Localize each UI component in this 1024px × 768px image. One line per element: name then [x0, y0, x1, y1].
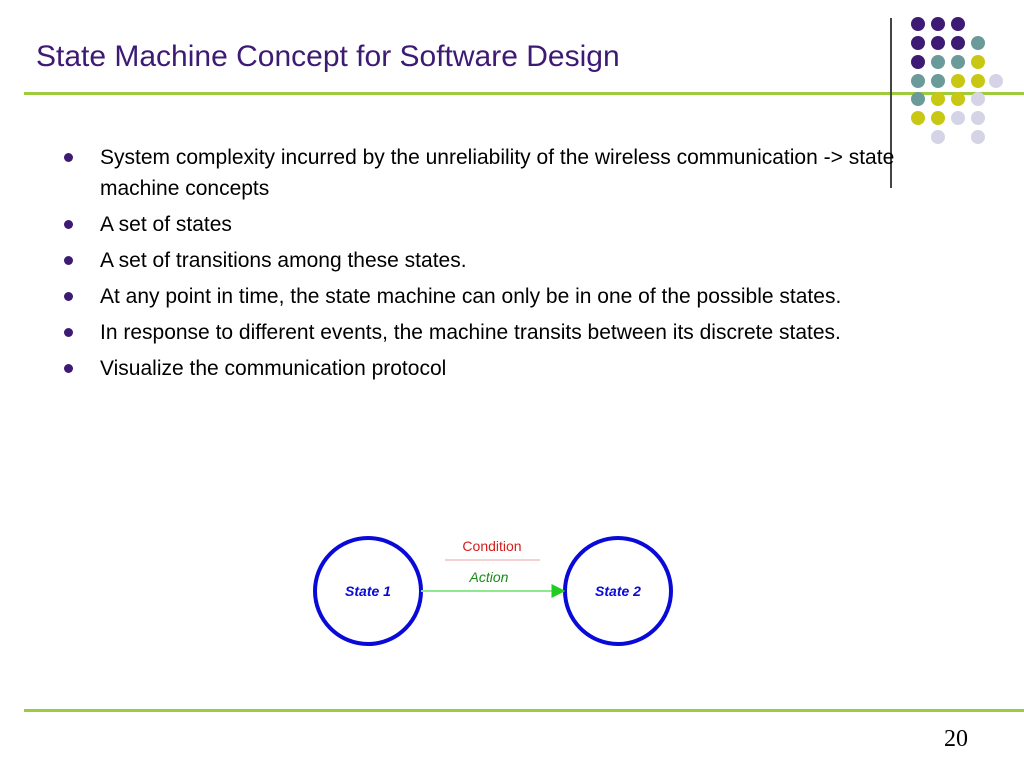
decorative-dot [971, 55, 985, 69]
bullet-text: At any point in time, the state machine … [100, 285, 842, 308]
decorative-dot [931, 74, 945, 88]
decorative-dot [931, 17, 945, 31]
bullet-item: A set of transitions among these states. [60, 245, 940, 276]
bullet-text: In response to different events, the mac… [100, 321, 841, 344]
bullet-dot-icon [64, 328, 73, 337]
title-divider [24, 92, 1024, 95]
bullet-item: Visualize the communication protocol [60, 353, 940, 384]
decorative-dot [971, 111, 985, 125]
bullet-item: At any point in time, the state machine … [60, 281, 940, 312]
decorative-dot [931, 36, 945, 50]
decorative-dot [911, 36, 925, 50]
bullet-item: A set of states [60, 209, 940, 240]
decorative-dot-grid [911, 17, 1003, 144]
decorative-dot [911, 74, 925, 88]
condition-label: Condition [462, 538, 521, 554]
decorative-dot [951, 74, 965, 88]
decorative-dot [911, 92, 925, 106]
state-machine-diagram: State 1 State 2 Condition Action [313, 536, 673, 646]
decorative-dot [911, 17, 925, 31]
decorative-dot [951, 36, 965, 50]
decorative-dot [951, 92, 965, 106]
decorative-dot [931, 92, 945, 106]
decorative-dot [911, 111, 925, 125]
decorative-dot [971, 74, 985, 88]
decorative-dot [971, 92, 985, 106]
state-2-label: State 2 [595, 583, 641, 599]
bullet-text: A set of states [100, 213, 232, 236]
bullet-text: System complexity incurred by the unreli… [100, 146, 895, 200]
decorative-dot [971, 36, 985, 50]
bullet-dot-icon [64, 153, 73, 162]
decorative-dot [931, 111, 945, 125]
footer-divider [24, 709, 1024, 712]
decorative-dot [989, 74, 1003, 88]
decorative-dot [931, 130, 945, 144]
bullet-dot-icon [64, 292, 73, 301]
decorative-dot [951, 17, 965, 31]
decorative-dot [971, 130, 985, 144]
bullet-text: Visualize the communication protocol [100, 357, 447, 380]
bullet-item: In response to different events, the mac… [60, 317, 940, 348]
page-number: 20 [944, 726, 968, 752]
corner-vertical-divider [890, 18, 892, 188]
bullet-item: System complexity incurred by the unreli… [60, 142, 940, 204]
decorative-dot [911, 55, 925, 69]
bullet-text: A set of transitions among these states. [100, 249, 467, 272]
decorative-dot [931, 55, 945, 69]
decorative-dot [951, 55, 965, 69]
action-label: Action [469, 569, 509, 585]
bullet-dot-icon [64, 364, 73, 373]
state-1-label: State 1 [345, 583, 391, 599]
bullet-list: System complexity incurred by the unreli… [60, 142, 940, 389]
decorative-dot [951, 111, 965, 125]
slide-title: State Machine Concept for Software Desig… [36, 40, 620, 73]
bullet-dot-icon [64, 220, 73, 229]
bullet-dot-icon [64, 256, 73, 265]
